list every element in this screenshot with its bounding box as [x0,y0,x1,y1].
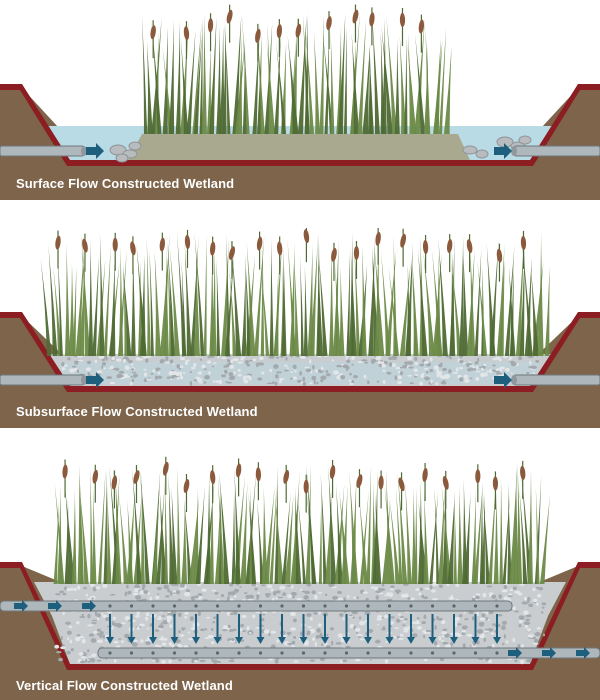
subsurface-flow-illustration [0,228,600,428]
gravel-texture [61,353,540,387]
surface-flow-caption: Surface Flow Constructed Wetland [16,176,235,191]
outlet-flow-arrow [494,372,512,388]
outlet-pipe [513,374,600,386]
subsurface-flow-caption: Subsurface Flow Constructed Wetland [16,404,258,419]
inlet-pipe [0,374,85,386]
outlet-flow-arrow [494,143,512,159]
inlet-flow-arrow [86,143,104,159]
caption-band [0,672,600,700]
perforated-distribution-pipe [0,600,513,612]
substrate-mound [128,134,470,160]
cattail-plants [141,4,452,135]
subsurface-flow-panel: Subsurface Flow Constructed Wetland [0,228,600,428]
surface-flow-illustration [0,4,600,200]
surface-flow-panel: Surface Flow Constructed Wetland [0,0,600,200]
cattail-plants [40,228,550,356]
vertical-flow-caption: Vertical Flow Constructed Wetland [16,678,233,693]
vertical-flow-panel: Vertical Flow Constructed Wetland [0,456,600,700]
inlet-pipe [0,145,85,157]
inlet-rocks [109,141,142,163]
caption-band [0,396,600,428]
vertical-flow-arrows [14,600,590,659]
vertical-flow-illustration [0,456,600,700]
inlet-flow-arrow [86,372,104,388]
cattail-plants [53,456,551,584]
caption-band [0,168,600,200]
outlet-pipe [513,145,600,157]
perforated-collection-pipe [97,647,600,659]
